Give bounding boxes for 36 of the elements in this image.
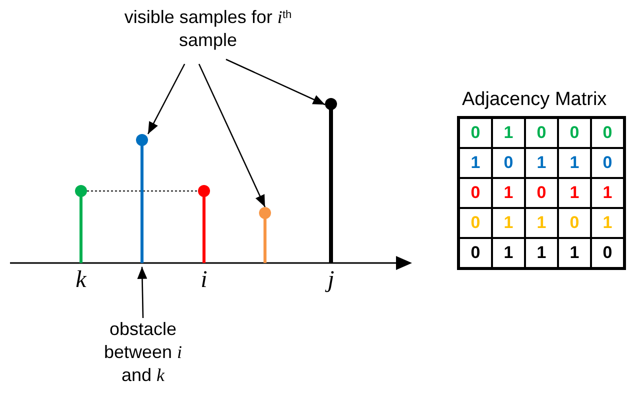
matrix-cell: 1 [492, 118, 525, 148]
arrow [226, 58, 326, 106]
matrix-cell: 0 [459, 178, 492, 208]
matrix-cell: 1 [591, 178, 624, 208]
dotted-line [86, 190, 198, 192]
matrix-cell: 0 [492, 148, 525, 178]
matrix-cell: 0 [459, 238, 492, 268]
matrix-cell: 0 [525, 178, 558, 208]
matrix-cell: 0 [459, 208, 492, 238]
axis-label: k [74, 266, 88, 294]
matrix-cell: 0 [591, 118, 624, 148]
matrix-cell: 0 [591, 238, 624, 268]
matrix-cell: 1 [492, 208, 525, 238]
matrix-cell: 1 [459, 148, 492, 178]
axis-label: i [200, 266, 208, 294]
matrix-title: Adjacency Matrix [462, 88, 607, 112]
matrix-cell: 1 [525, 208, 558, 238]
axis-label: j [316, 266, 346, 294]
matrix-cell: 1 [492, 238, 525, 268]
matrix-cell: 1 [492, 178, 525, 208]
matrix-cell: 0 [459, 118, 492, 148]
annotation-text: visible samples for i$^{th}$ sample [123, 6, 293, 52]
matrix-cell: 1 [525, 238, 558, 268]
arrow [198, 64, 266, 208]
matrix-cell: 1 [591, 208, 624, 238]
matrix-cell: 0 [591, 148, 624, 178]
matrix-cell: 1 [558, 148, 591, 178]
annotation-text: obstacle between i and k [102, 318, 184, 387]
matrix-cell: 1 [558, 238, 591, 268]
matrix-cell: 1 [525, 148, 558, 178]
matrix-cell: 0 [558, 118, 591, 148]
arrow [147, 64, 186, 134]
arrow [137, 266, 148, 318]
matrix-cell: 0 [525, 118, 558, 148]
matrix-cell: 1 [558, 178, 591, 208]
matrix-cell: 0 [558, 208, 591, 238]
